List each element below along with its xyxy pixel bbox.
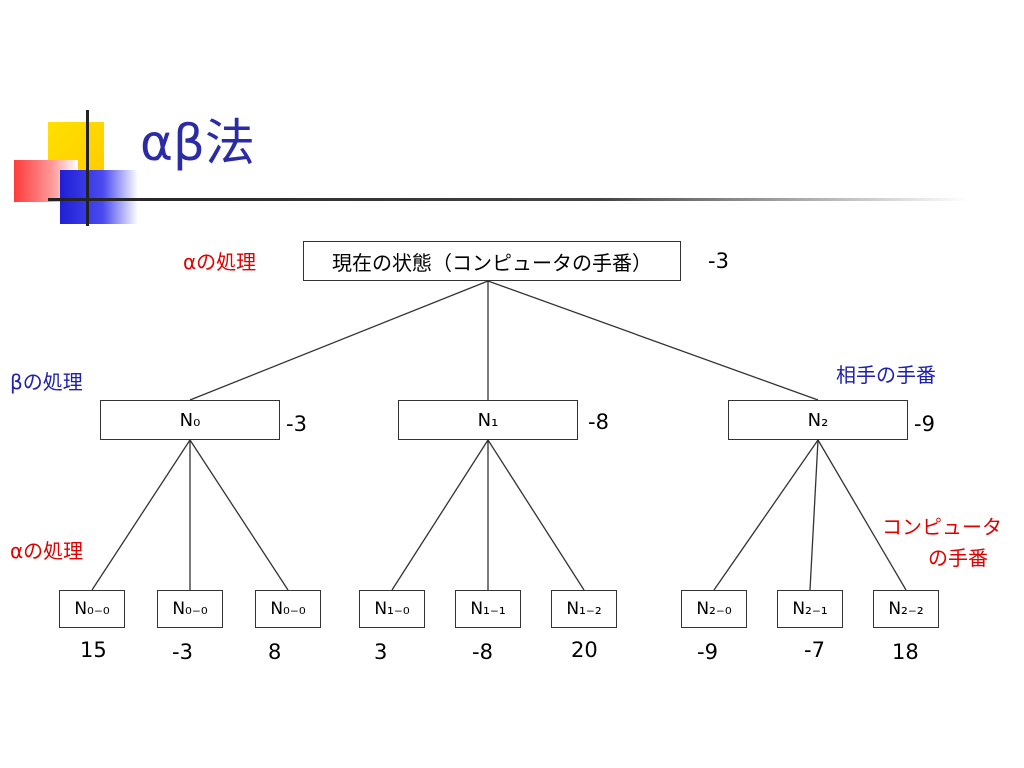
edge-n2-leaf2 [817, 439, 907, 591]
leaf-value-7: -7 [804, 638, 825, 662]
horizontal-rule [48, 198, 968, 201]
leaf-value-4: -8 [472, 640, 493, 664]
mid-node-n0: N₀ [100, 400, 280, 440]
leaf-node-3: N₁₋₀ [359, 590, 425, 628]
leaf-node-5: N₁₋₂ [551, 590, 617, 628]
edge-n1-leaf2 [487, 439, 585, 591]
edge-root-n2 [487, 280, 819, 401]
computer-turn-label-line1: コンピュータ [882, 515, 1002, 539]
edge-root-n0 [189, 280, 489, 401]
leaf-value-2: 8 [268, 640, 282, 664]
root-node: 現在の状態（コンピュータの手番） [303, 241, 681, 281]
mid-node-n0-value: -3 [286, 412, 307, 436]
leaf-value-1: -3 [172, 640, 193, 664]
beta-process-label: βの処理 [10, 370, 83, 394]
edge-n2-leaf0 [713, 439, 819, 591]
leaf-node-1: N₀₋₀ [157, 590, 223, 628]
leaf-value-5: 20 [571, 638, 598, 662]
leaf-value-6: -9 [697, 640, 718, 664]
leaf-node-6: N₂₋₀ [681, 590, 747, 628]
edge-n2-leaf1 [809, 439, 819, 591]
edge-n0-leaf2 [189, 439, 289, 591]
vertical-rule [86, 110, 89, 226]
edge-n0-leaf0 [91, 439, 191, 591]
leaf-node-2: N₀₋₀ [255, 590, 321, 628]
edge-n1-leaf0 [391, 439, 489, 591]
opponent-turn-label: 相手の手番 [836, 363, 936, 387]
computer-turn-label-line2: の手番 [928, 546, 988, 570]
blue-square-decoration [60, 170, 138, 224]
alpha-process-label-bottom: αの処理 [10, 539, 84, 563]
leaf-node-7: N₂₋₁ [777, 590, 843, 628]
leaf-node-4: N₁₋₁ [455, 590, 521, 628]
mid-node-n2: N₂ [728, 400, 908, 440]
leaf-value-8: 18 [892, 640, 919, 664]
leaf-node-8: N₂₋₂ [873, 590, 939, 628]
mid-node-n1-value: -8 [588, 410, 609, 434]
root-value: -3 [708, 249, 729, 273]
mid-node-n1: N₁ [398, 400, 578, 440]
alpha-process-label-top: αの処理 [183, 250, 257, 274]
leaf-value-3: 3 [374, 640, 388, 664]
mid-node-n2-value: -9 [914, 412, 935, 436]
slide-title: αβ法 [140, 114, 255, 172]
leaf-value-0: 15 [80, 638, 107, 662]
leaf-node-0: N₀₋₀ [59, 590, 125, 628]
